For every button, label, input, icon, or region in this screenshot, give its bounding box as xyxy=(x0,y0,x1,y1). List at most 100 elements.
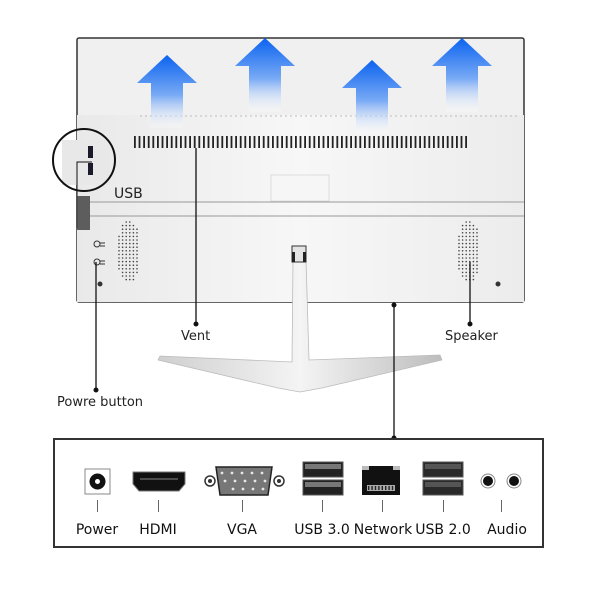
vent-slot xyxy=(285,136,288,148)
vent-slot xyxy=(212,136,214,148)
port-label-usb3: USB 3.0 xyxy=(294,522,350,538)
vent-slot xyxy=(354,136,357,148)
vent-slot xyxy=(147,136,150,148)
monitor-illustration xyxy=(52,37,525,440)
vent-slot xyxy=(290,136,293,148)
vent-slot xyxy=(364,136,366,148)
vent-slot xyxy=(396,136,398,148)
callout-power-button: Powre button xyxy=(57,395,144,410)
vent-slot xyxy=(433,136,435,148)
vent-slot xyxy=(446,136,449,148)
vent-slot xyxy=(226,136,228,148)
vent-slot xyxy=(437,136,440,148)
port-label-power: Power xyxy=(75,522,119,538)
callout-speaker: Speaker xyxy=(445,329,498,344)
vent-slot xyxy=(230,136,233,148)
port-tick xyxy=(97,500,98,512)
usb-magnifier-circle xyxy=(52,128,116,192)
ports-panel xyxy=(53,438,544,548)
vent-slot xyxy=(405,136,408,148)
vent-slot xyxy=(456,136,458,148)
vent-slot xyxy=(414,136,417,148)
vent-slot xyxy=(410,136,412,148)
vent-slot xyxy=(281,136,283,148)
vent-slot xyxy=(359,136,362,148)
vent-slot xyxy=(345,136,348,148)
vent-slot xyxy=(157,136,159,148)
vent-slot xyxy=(258,136,260,148)
airflow-arrow-icon xyxy=(342,60,402,134)
vent-slots xyxy=(134,136,467,148)
vent-slot xyxy=(341,136,343,148)
vent-slot xyxy=(253,136,256,148)
vent-slot xyxy=(400,136,403,148)
vent-slot xyxy=(391,136,394,148)
airflow-arrow-icon xyxy=(137,55,197,128)
vent-slot xyxy=(180,136,182,148)
audio-jack-icon xyxy=(480,473,522,489)
port-label-usb2: USB 2.0 xyxy=(415,522,471,538)
vent-slot xyxy=(387,136,389,148)
vent-slot xyxy=(244,136,247,148)
vent-slot xyxy=(451,136,454,148)
vent-slot xyxy=(152,136,155,148)
vent-slot xyxy=(175,136,178,148)
port-label-audio: Audio xyxy=(487,522,527,538)
vent-slot xyxy=(272,136,274,148)
vent-slot xyxy=(308,136,311,148)
port-tick xyxy=(322,500,323,512)
vent-slot xyxy=(189,136,191,148)
vent-slot xyxy=(327,136,329,148)
vent-slot xyxy=(207,136,210,148)
airflow-arrow-icon xyxy=(432,38,492,112)
vent-slot xyxy=(373,136,375,148)
port-label-vga: VGA xyxy=(226,522,258,538)
vent-slot xyxy=(143,136,145,148)
vent-slot xyxy=(262,136,265,148)
speaker-grille-left xyxy=(118,221,138,281)
vent-slot xyxy=(423,136,426,148)
vent-slot xyxy=(377,136,380,148)
vent-slot xyxy=(428,136,431,148)
usb2-port-icon xyxy=(422,461,464,496)
side-usb-port-icon xyxy=(88,146,93,158)
vent-slot xyxy=(322,136,325,148)
callout-usb: USB xyxy=(114,186,143,202)
ethernet-port-icon xyxy=(362,466,400,495)
vent-slot xyxy=(276,136,279,148)
vent-slot xyxy=(304,136,306,148)
monitor-stand xyxy=(157,245,443,393)
vent-slot xyxy=(184,136,187,148)
callout-vent: Vent xyxy=(181,329,211,344)
port-tick xyxy=(443,500,444,512)
vent-slot xyxy=(267,136,270,148)
vent-slot xyxy=(235,136,237,148)
vent-slot xyxy=(442,136,444,148)
port-tick xyxy=(242,500,243,512)
vent-slot xyxy=(161,136,164,148)
vent-slot xyxy=(203,136,205,148)
side-usb-port-icon xyxy=(88,163,93,175)
vent-slot xyxy=(350,136,352,148)
vent-slot xyxy=(216,136,219,148)
vent-slot xyxy=(313,136,316,148)
usb3-port-icon xyxy=(302,461,344,496)
vent-slot xyxy=(465,136,467,148)
vent-slot xyxy=(138,136,141,148)
vga-port-icon xyxy=(204,466,285,496)
vent-slot xyxy=(331,136,334,148)
vent-slot xyxy=(134,136,136,148)
power-button-icon xyxy=(93,240,105,266)
hdmi-port-icon xyxy=(132,471,186,492)
vent-slot xyxy=(295,136,297,148)
vent-slot xyxy=(336,136,339,148)
port-tick xyxy=(382,500,383,512)
vent-slot xyxy=(193,136,196,148)
port-label-hdmi: HDMI xyxy=(139,522,177,538)
vent-slot xyxy=(419,136,421,148)
vent-slot xyxy=(221,136,224,148)
ports-icons xyxy=(84,461,522,496)
port-label-network: Network xyxy=(353,522,413,538)
vent-slot xyxy=(368,136,371,148)
dc-power-jack-icon xyxy=(84,468,111,495)
